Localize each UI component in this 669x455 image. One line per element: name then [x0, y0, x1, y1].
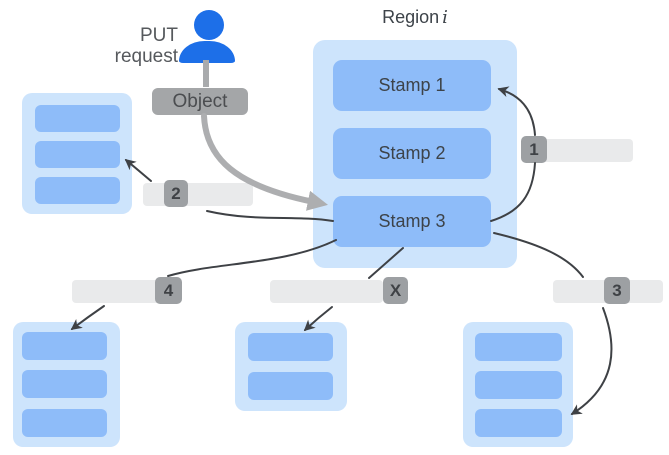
rack-bar — [35, 141, 120, 168]
user-icon — [194, 10, 224, 40]
object-chip: Object — [152, 88, 248, 115]
rack-bar — [475, 371, 562, 399]
rack-bar — [22, 332, 107, 360]
rack-bar — [22, 409, 107, 437]
rack-bar — [248, 372, 333, 400]
step-badge-4: 4 — [155, 277, 182, 304]
step-bar-x — [270, 280, 383, 303]
rack-bar — [35, 105, 120, 132]
put-request-line2: request — [114, 46, 178, 67]
step-bar-1 — [522, 139, 633, 162]
region-index-var: i — [442, 7, 448, 28]
step-badge-1: 1 — [521, 136, 547, 163]
connector-stamp3-to-step4 — [167, 239, 337, 277]
put-request-label: PUT request — [100, 25, 178, 67]
step-bar-2 — [143, 183, 253, 206]
rack-bar — [475, 333, 562, 361]
rack-bar — [35, 177, 120, 204]
rack-top-left — [22, 93, 132, 214]
step-bar-4 — [72, 280, 182, 303]
rack-bottom-right — [463, 322, 573, 447]
rack-bar — [475, 409, 562, 437]
put-request-line1: PUT — [140, 25, 178, 46]
rack-bottom-middle — [235, 322, 347, 411]
user-icon-body — [179, 41, 235, 63]
stamp-1: Stamp 1 — [333, 60, 491, 111]
step-badge-2: 2 — [164, 180, 188, 207]
region-title-text: Region — [382, 7, 440, 27]
step-badge-x: X — [383, 277, 408, 304]
rack-bar — [22, 370, 107, 398]
rack-bar — [248, 333, 333, 361]
arrow-step3-to-rack — [570, 307, 613, 415]
step-badge-3: 3 — [604, 277, 630, 304]
stamp-2: Stamp 2 — [333, 128, 491, 179]
stamp-3: Stamp 3 — [333, 196, 491, 247]
rack-bottom-left — [13, 322, 120, 447]
